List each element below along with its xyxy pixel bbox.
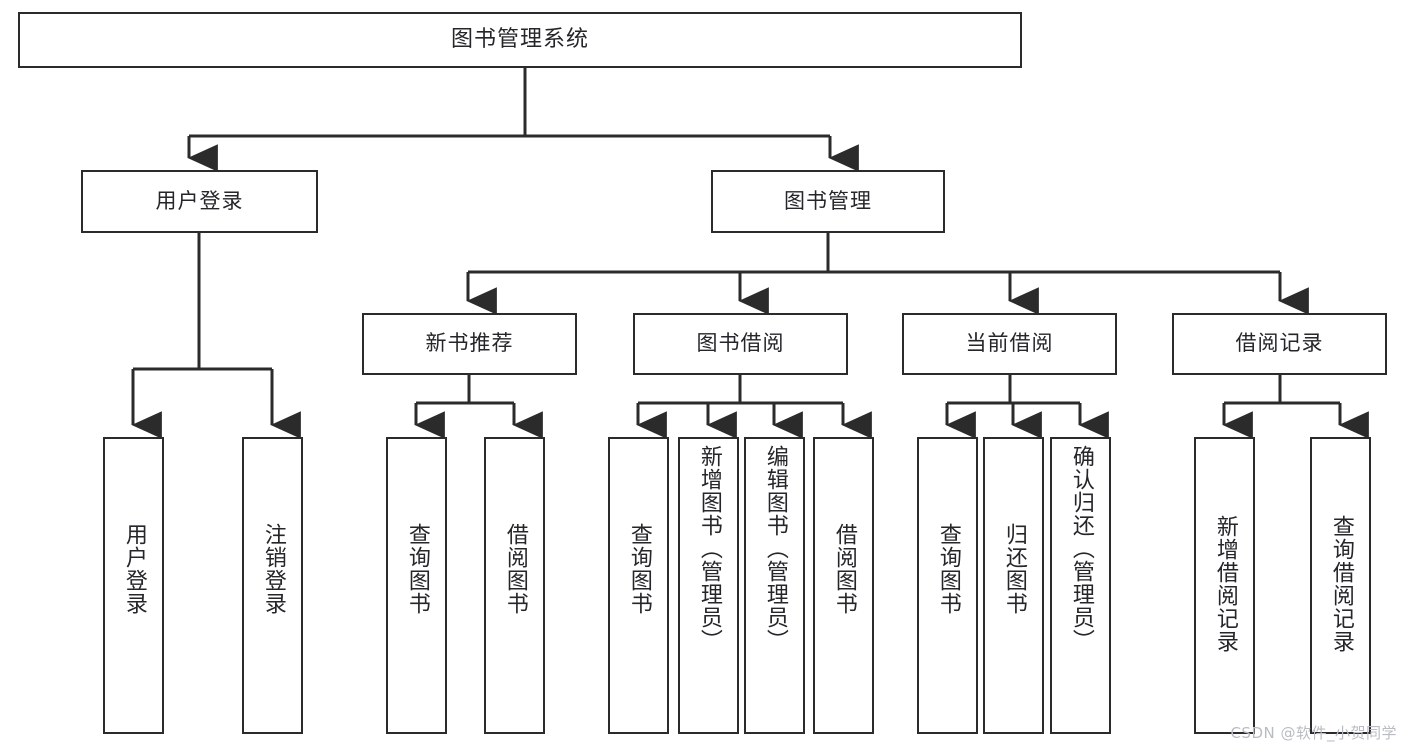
node-label: 查询图书: [626, 523, 652, 615]
node-label: 归还图书: [1001, 523, 1027, 615]
node-book-borrow[interactable]: 图书借阅: [633, 313, 848, 375]
leaf-record-query-record[interactable]: 查询借阅记录: [1310, 437, 1371, 734]
csdn-watermark: CSDN @软件_小贺同学: [1230, 724, 1397, 742]
leaf-current-return-book[interactable]: 归还图书: [983, 437, 1044, 734]
leaf-borrow-query-book[interactable]: 查询图书: [608, 437, 669, 734]
node-label: 图书借阅: [696, 331, 785, 356]
node-label: 注销登录: [260, 523, 286, 615]
leaf-borrow-add-book-admin[interactable]: 新增图书（管理员）: [678, 437, 739, 734]
node-label: 查询图书: [404, 523, 430, 615]
node-label: 借阅图书: [502, 523, 528, 615]
leaf-current-query-book[interactable]: 查询图书: [917, 437, 978, 734]
node-root-system[interactable]: 图书管理系统: [18, 12, 1022, 68]
node-label: 新增图书（管理员）: [696, 445, 722, 652]
node-label: 编辑图书（管理员）: [762, 445, 788, 652]
leaf-recommend-query-book[interactable]: 查询图书: [386, 437, 447, 734]
leaf-user-login-login[interactable]: 用户登录: [103, 437, 164, 734]
node-current-borrow[interactable]: 当前借阅: [902, 313, 1117, 375]
node-label: 新书推荐: [425, 331, 514, 356]
node-label: 当前借阅: [965, 331, 1054, 356]
node-label: 借阅记录: [1235, 331, 1324, 356]
node-label: 用户登录: [121, 523, 147, 615]
leaf-borrow-edit-book-admin[interactable]: 编辑图书（管理员）: [744, 437, 805, 734]
node-label: 借阅图书: [831, 523, 857, 615]
node-label: 用户登录: [155, 188, 244, 213]
node-borrow-record[interactable]: 借阅记录: [1172, 313, 1387, 375]
node-label: 图书管理: [784, 188, 872, 213]
leaf-record-add-record[interactable]: 新增借阅记录: [1194, 437, 1255, 734]
node-label: 确认归还（管理员）: [1068, 445, 1094, 652]
leaf-recommend-borrow-book[interactable]: 借阅图书: [484, 437, 545, 734]
leaf-user-login-logout[interactable]: 注销登录: [242, 437, 303, 734]
node-user-login[interactable]: 用户登录: [81, 170, 318, 233]
node-book-management[interactable]: 图书管理: [711, 170, 945, 233]
node-new-book-recommend[interactable]: 新书推荐: [362, 313, 577, 375]
node-label: 图书管理系统: [450, 26, 589, 52]
node-label: 查询图书: [935, 523, 961, 615]
leaf-borrow-borrow-book[interactable]: 借阅图书: [813, 437, 874, 734]
node-label: 新增借阅记录: [1212, 515, 1238, 653]
node-label: 查询借阅记录: [1328, 515, 1354, 653]
leaf-current-confirm-return-admin[interactable]: 确认归还（管理员）: [1050, 437, 1111, 734]
